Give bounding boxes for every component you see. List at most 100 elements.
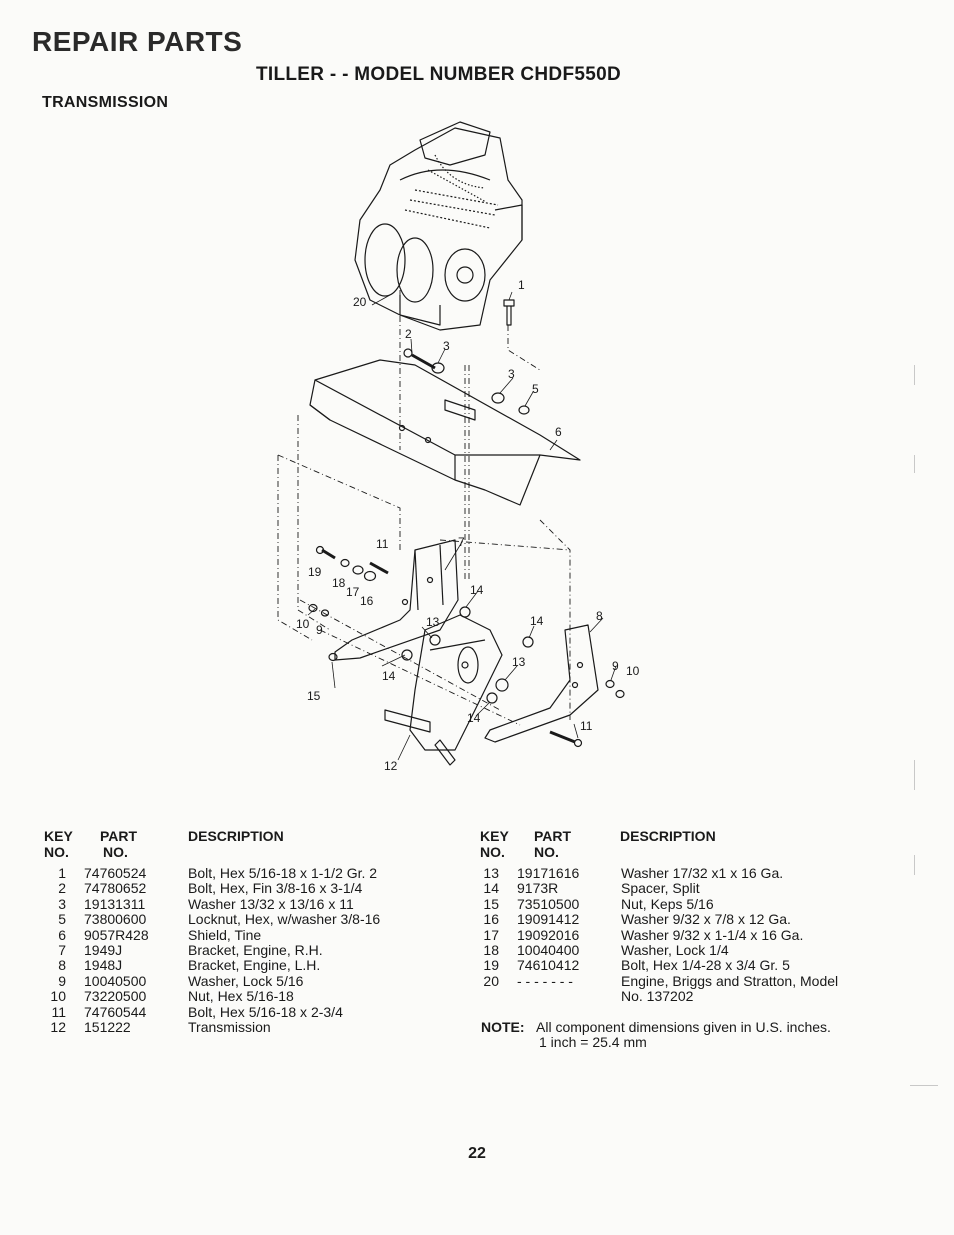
part-description: Washer 9/32 x 7/8 x 12 Ga. bbox=[621, 911, 791, 928]
callout-10a: 10 bbox=[296, 617, 310, 631]
header-part: PART bbox=[100, 828, 138, 844]
part-description: Washer, Lock 5/16 bbox=[188, 972, 304, 989]
note-label: NOTE: bbox=[481, 1019, 525, 1035]
header-description-right: DESCRIPTION bbox=[620, 828, 716, 844]
callout-20: 20 bbox=[353, 295, 367, 309]
part-description: Bracket, Engine, R.H. bbox=[188, 942, 323, 958]
callout-17: 17 bbox=[346, 585, 360, 599]
part-number: 151222 bbox=[84, 1019, 131, 1035]
part-description: Shield, Tine bbox=[188, 926, 262, 943]
header-description: DESCRIPTION bbox=[188, 828, 284, 844]
hardware-drawing bbox=[308, 545, 625, 748]
part-number: - - - - - - - bbox=[517, 972, 573, 989]
part-description: Bolt, Hex, Fin 3/8-16 x 3-1/4 bbox=[188, 880, 363, 897]
part-description: Washer 9/32 x 1-1/4 x 16 Ga. bbox=[621, 926, 804, 943]
part-number: 19171616 bbox=[517, 865, 580, 881]
part-description-continued: No. 137202 bbox=[621, 988, 694, 1005]
callout-5: 5 bbox=[532, 382, 539, 396]
part-description: Nut, Hex 5/16-18 bbox=[188, 988, 294, 1005]
callout-11a: 11 bbox=[376, 537, 389, 551]
part-description: Nut, Keps 5/16 bbox=[621, 895, 714, 912]
transmission-drawing bbox=[384, 614, 503, 766]
exploded-parts-diagram: 1 2 3 3 5 6 7 8 9 10 11 11 12 13 13 14 1… bbox=[277, 121, 640, 773]
part-number: 74760524 bbox=[84, 865, 147, 881]
header-key: KEY bbox=[44, 828, 73, 844]
callout-19: 19 bbox=[308, 565, 322, 579]
part-description: Washer, Lock 1/4 bbox=[621, 942, 729, 958]
callout-6: 6 bbox=[555, 425, 562, 439]
header-key-no-right: NO. bbox=[480, 844, 505, 860]
callout-3a: 3 bbox=[443, 339, 450, 353]
part-key-number: 12 bbox=[50, 1019, 66, 1035]
part-description: Bolt, Hex 5/16-18 x 1-1/2 Gr. 2 bbox=[188, 865, 378, 881]
part-key-number: 13 bbox=[483, 865, 499, 881]
callout-10b: 10 bbox=[626, 664, 640, 678]
part-description: Bolt, Hex 1/4-28 x 3/4 Gr. 5 bbox=[621, 957, 790, 974]
callout-8: 8 bbox=[596, 609, 603, 623]
note-line-1: All component dimensions given in U.S. i… bbox=[536, 1019, 831, 1035]
part-number: 10040500 bbox=[84, 972, 147, 989]
callout-14b: 14 bbox=[530, 614, 544, 628]
header-key-right: KEY bbox=[480, 828, 509, 844]
part-key-number: 15 bbox=[483, 895, 499, 912]
part-key-number: 20 bbox=[483, 972, 499, 989]
callout-13b: 13 bbox=[512, 655, 526, 669]
part-key-number: 6 bbox=[58, 926, 66, 943]
header-part-no-right: NO. bbox=[534, 844, 559, 860]
header-part-right: PART bbox=[534, 828, 572, 844]
scan-mark bbox=[910, 1085, 938, 1086]
part-key-number: 5 bbox=[58, 911, 66, 928]
callout-9a: 9 bbox=[316, 623, 323, 637]
part-description: Bracket, Engine, L.H. bbox=[188, 957, 321, 974]
tine-shield-drawing bbox=[309, 359, 581, 506]
part-description: Engine, Briggs and Stratton, Model bbox=[621, 972, 839, 989]
callout-2: 2 bbox=[405, 327, 412, 341]
part-description: Bolt, Hex 5/16-18 x 2-3/4 bbox=[188, 1003, 343, 1020]
callout-15: 15 bbox=[307, 689, 321, 703]
bolt-1-drawing bbox=[503, 299, 515, 326]
part-key-number: 16 bbox=[483, 911, 499, 928]
page-number: 22 bbox=[468, 1145, 486, 1162]
part-key-number: 19 bbox=[483, 957, 499, 974]
part-description: Locknut, Hex, w/washer 3/8-16 bbox=[188, 911, 381, 928]
callout-12: 12 bbox=[384, 759, 398, 773]
scan-mark bbox=[914, 455, 915, 473]
part-key-number: 9 bbox=[58, 972, 66, 989]
part-key-number: 2 bbox=[58, 880, 66, 897]
part-number: 9173R bbox=[517, 880, 559, 897]
part-key-number: 17 bbox=[483, 926, 499, 943]
part-number: 9057R428 bbox=[84, 926, 149, 943]
part-number: 74760544 bbox=[84, 1003, 147, 1020]
part-key-number: 8 bbox=[58, 957, 66, 974]
part-key-number: 14 bbox=[483, 880, 499, 897]
part-description: Spacer, Split bbox=[621, 880, 700, 897]
part-key-number: 7 bbox=[58, 942, 66, 958]
callout-14d: 14 bbox=[467, 711, 481, 725]
header-part-no: NO. bbox=[103, 844, 128, 860]
part-number: 10040400 bbox=[517, 942, 580, 958]
callout-16: 16 bbox=[360, 594, 374, 608]
lh-bracket-drawing bbox=[484, 624, 599, 743]
note-line-2: 1 inch = 25.4 mm bbox=[539, 1034, 647, 1050]
part-description: Transmission bbox=[188, 1019, 271, 1035]
callout-9b: 9 bbox=[612, 659, 619, 673]
callout-13a: 13 bbox=[426, 615, 440, 629]
part-number: 1948J bbox=[84, 957, 123, 974]
part-key-number: 3 bbox=[58, 895, 66, 912]
part-key-number: 1 bbox=[58, 865, 66, 881]
scan-mark bbox=[914, 760, 915, 790]
part-number: 73220500 bbox=[84, 988, 147, 1005]
part-number: 19092016 bbox=[517, 926, 580, 943]
part-number: 74610412 bbox=[517, 957, 580, 974]
engine-drawing bbox=[354, 121, 523, 331]
callout-11b: 11 bbox=[580, 719, 593, 733]
callout-7: 7 bbox=[458, 535, 465, 549]
part-number: 74780652 bbox=[84, 880, 147, 897]
scan-mark bbox=[914, 365, 915, 385]
part-number: 1949J bbox=[84, 942, 123, 958]
model-subtitle: TILLER - - MODEL NUMBER CHDF550D bbox=[256, 64, 621, 85]
part-description: Washer 13/32 x 13/16 x 11 bbox=[188, 895, 354, 912]
part-number: 73800600 bbox=[84, 911, 147, 928]
callout-14a: 14 bbox=[470, 583, 484, 597]
part-number: 73510500 bbox=[517, 895, 580, 912]
